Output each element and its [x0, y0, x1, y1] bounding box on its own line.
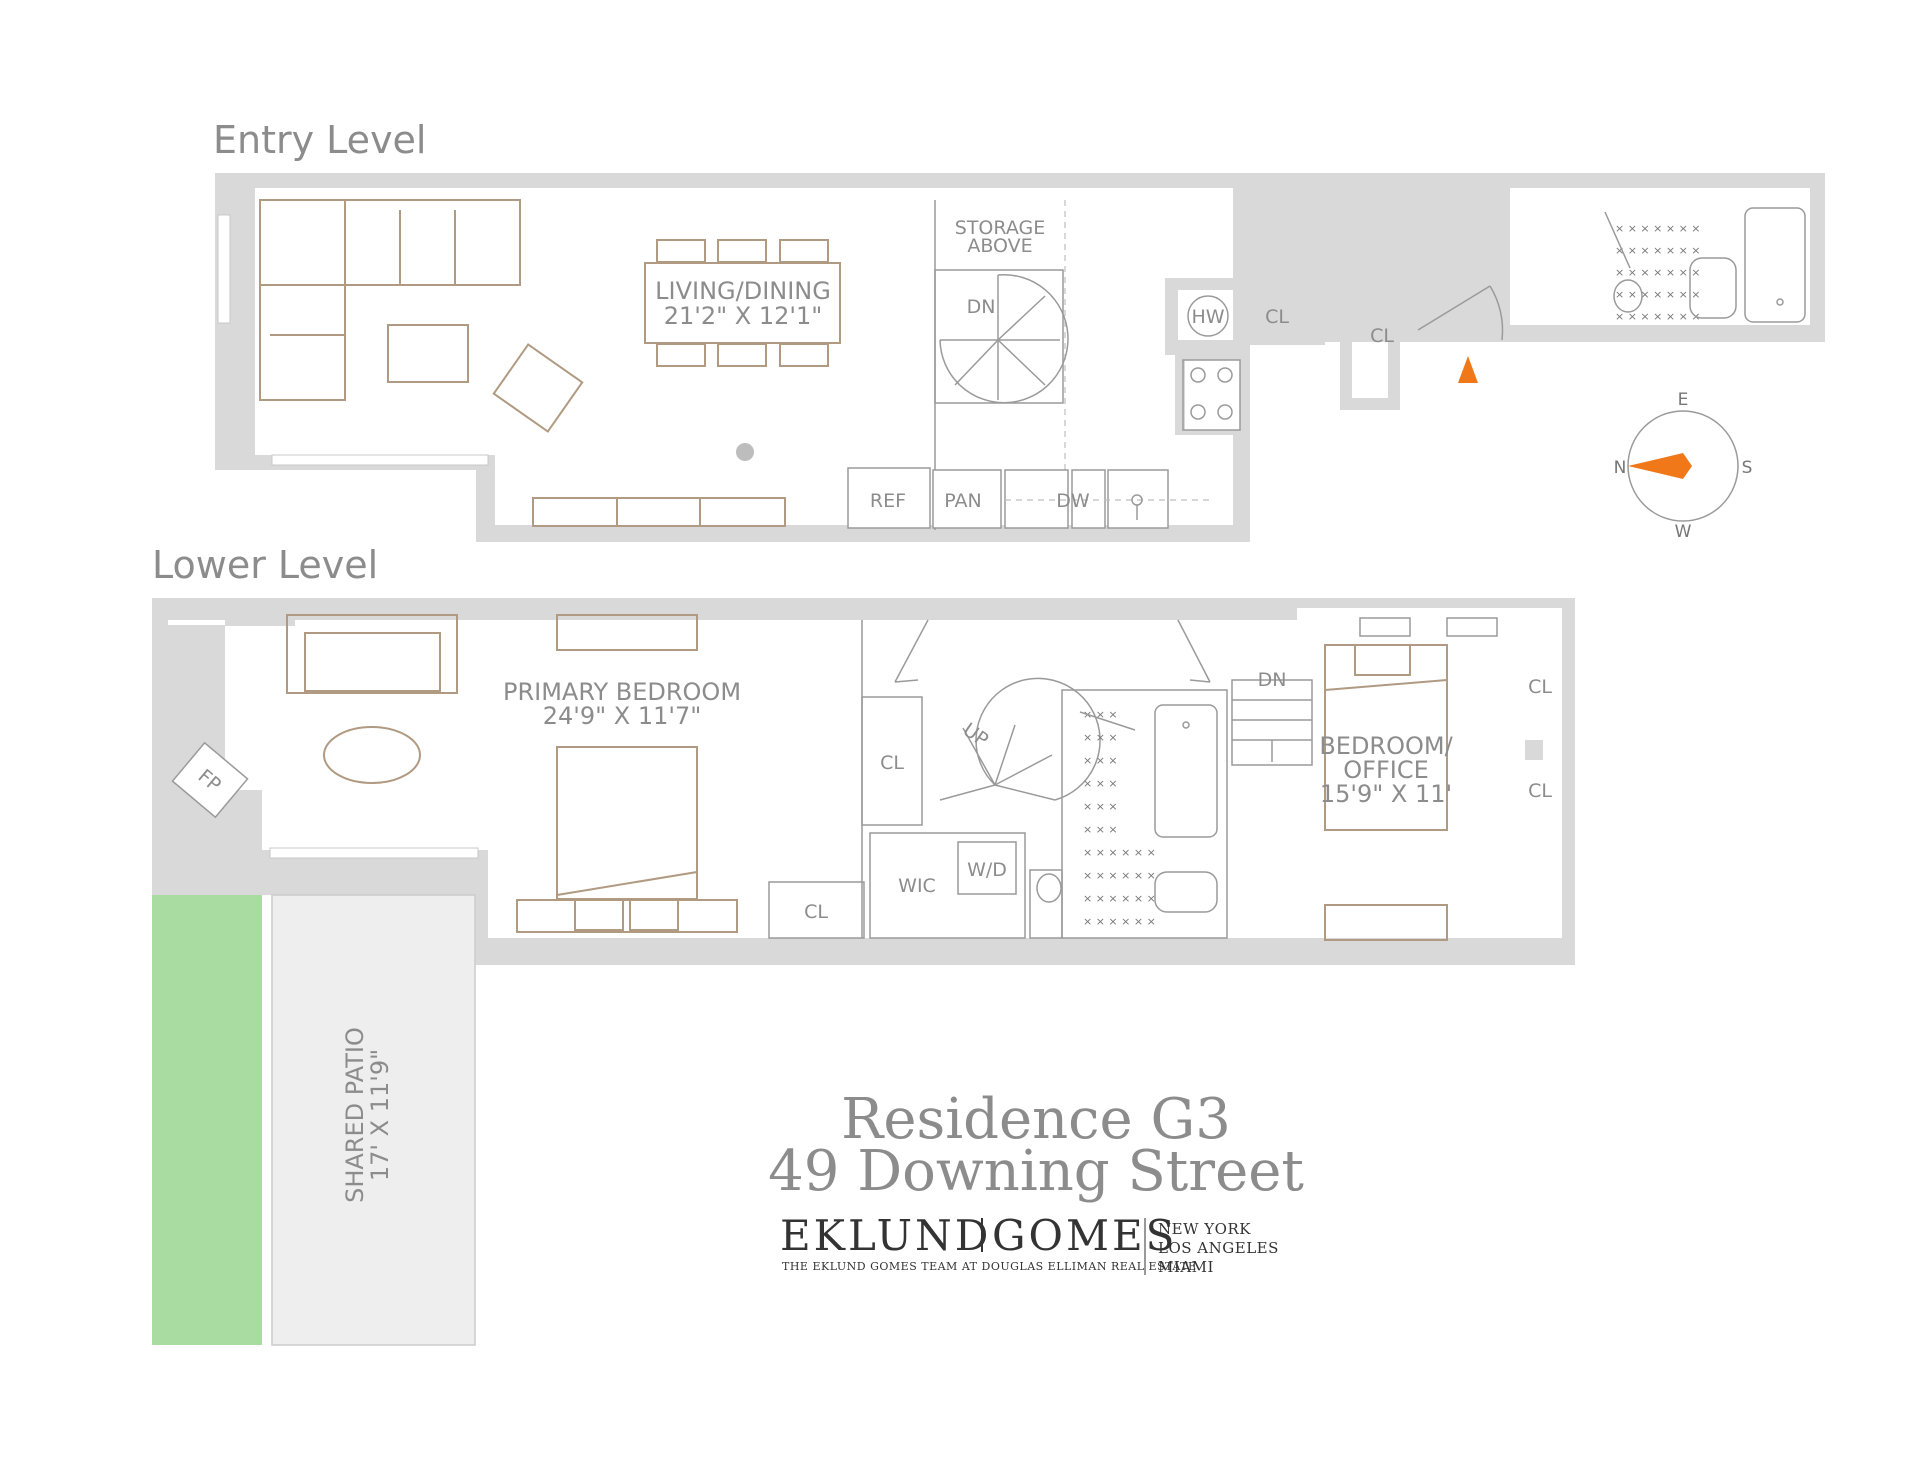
entry-door	[1417, 285, 1504, 341]
primary-bedroom-label: PRIMARY BEDROOM	[503, 678, 741, 706]
hall-doors	[894, 619, 1211, 683]
kitchen-counter	[847, 467, 1210, 529]
compass-e: E	[1678, 390, 1689, 410]
primary-bedroom-dims: 24'9" X 11'7"	[543, 702, 702, 730]
lower-level-walls	[152, 598, 1575, 965]
wd-label: W/D	[967, 859, 1007, 881]
media-console	[532, 497, 786, 527]
closet-lower-2	[768, 881, 865, 939]
cl-lower-1-label: CL	[880, 752, 904, 774]
column-icon	[736, 443, 754, 461]
shared-patio-dims: 17' X 11'9"	[366, 1049, 394, 1181]
armchair	[492, 343, 584, 433]
office-bench	[1324, 904, 1448, 941]
storage-label-2: ABOVE	[967, 235, 1032, 257]
living-dining-label: LIVING/DINING	[655, 277, 831, 305]
svg-text:× × × × × ×: × × × × × ×	[1083, 846, 1156, 859]
primary-bed-bench	[516, 899, 738, 933]
washer-dryer	[957, 841, 1017, 895]
svg-text:× × × × × × ×: × × × × × × ×	[1615, 266, 1701, 279]
cl-office-1-label: CL	[1528, 676, 1552, 698]
bath-tile-pattern: × × × × × × × × × × × × × × × × × × × × …	[1615, 222, 1701, 323]
up-label: UP	[959, 719, 992, 752]
kitchen-sink-icon	[1131, 494, 1143, 520]
svg-text:× × × × × ×: × × × × × ×	[1083, 869, 1156, 882]
lower-level-title: Lower Level	[152, 543, 378, 587]
ref-label: REF	[870, 490, 906, 512]
sectional-sofa	[259, 199, 521, 401]
dining-table	[644, 239, 841, 367]
spiral-stair-entry	[934, 269, 1069, 404]
svg-text:× × ×: × × ×	[1083, 731, 1118, 744]
closet-lower-1	[861, 696, 923, 826]
brand-logo: EKLUND GOMES THE EKLUND GOMES TEAM AT DO…	[780, 1211, 1279, 1276]
svg-text:× × × × × ×: × × × × × ×	[1083, 915, 1156, 928]
dn-entry-label: DN	[967, 296, 996, 318]
address-title: 49 Downing Street	[768, 1139, 1304, 1204]
wic-label: WIC	[898, 875, 936, 897]
shared-patio-area	[271, 894, 476, 1346]
compass-needle-icon	[1628, 453, 1692, 479]
entry-bathroom: × × × × × × × × × × × × × × × × × × × × …	[1604, 207, 1806, 323]
office-window-1	[1359, 617, 1411, 637]
water-heater-icon	[1187, 295, 1229, 337]
primary-bed	[556, 746, 698, 900]
compass-s: S	[1742, 458, 1753, 478]
cl-entry-1-label: CL	[1265, 306, 1289, 328]
svg-text:× × × × × × ×: × × × × × × ×	[1615, 288, 1701, 301]
svg-text:× × × × × × ×: × × × × × × ×	[1615, 244, 1701, 257]
living-dining-dims: 21'2" X 12'1"	[664, 302, 823, 330]
brand-city-3: MIAMI	[1158, 1258, 1214, 1276]
coffee-table	[387, 324, 469, 383]
dresser	[556, 614, 698, 651]
compass-rose	[1627, 410, 1739, 522]
spiral-stair-lower	[939, 677, 1101, 801]
ottoman	[323, 726, 421, 784]
patio-planter	[152, 895, 262, 1345]
compass-w: W	[1675, 522, 1692, 542]
svg-text:× × ×: × × ×	[1083, 777, 1118, 790]
walk-in-closet	[869, 832, 1026, 939]
svg-text:× × ×: × × ×	[1083, 754, 1118, 767]
cl-office-2-label: CL	[1528, 780, 1552, 802]
entry-level-title: Entry Level	[213, 118, 427, 162]
bedroom-office-label-2: OFFICE	[1343, 756, 1429, 784]
hw-label: HW	[1191, 306, 1224, 328]
primary-bedroom-sofa	[286, 614, 458, 694]
brand-city-1: NEW YORK	[1158, 1220, 1251, 1238]
cl-entry-2-label: CL	[1370, 325, 1394, 347]
residence-title: Residence G3	[841, 1087, 1231, 1152]
cooktop-icon	[1182, 359, 1241, 431]
svg-text:× × × × × × ×: × × × × × × ×	[1615, 310, 1701, 323]
pan-label: PAN	[944, 490, 981, 512]
brand-name-left: EKLUND	[780, 1211, 991, 1260]
stair-down-lower	[1231, 679, 1313, 766]
office-bed	[1324, 644, 1448, 831]
svg-text:× × × × × ×: × × × × × ×	[1083, 892, 1156, 905]
shared-patio-label: SHARED PATIO	[341, 1027, 369, 1203]
lower-bathroom: × × × × × × × × × × × × × × × × × × × × …	[1029, 689, 1228, 939]
dw-label: DW	[1056, 490, 1090, 512]
cl-lower-2-label: CL	[804, 901, 828, 923]
svg-text:× × ×: × × ×	[1083, 800, 1118, 813]
svg-text:× × ×: × × ×	[1083, 823, 1118, 836]
office-window-2	[1446, 617, 1498, 637]
svg-text:× × × × × × ×: × × × × × × ×	[1615, 222, 1701, 235]
dn-lower-label: DN	[1258, 669, 1287, 691]
fireplace: FP	[171, 741, 249, 819]
brand-name-right: GOMES	[992, 1211, 1177, 1260]
entry-arrow-icon	[1458, 356, 1478, 383]
svg-text:× × ×: × × ×	[1083, 708, 1118, 721]
bedroom-office-label: BEDROOM/	[1319, 732, 1453, 760]
compass-n: N	[1614, 458, 1627, 478]
storage-label: STORAGE	[955, 217, 1045, 239]
brand-city-2: LOS ANGELES	[1158, 1239, 1279, 1257]
lower-bath-tile-pattern: × × × × × × × × × × × × × × × × × × × × …	[1083, 708, 1156, 928]
brand-team: THE EKLUND GOMES TEAM AT DOUGLAS ELLIMAN…	[782, 1260, 1197, 1273]
bedroom-office-dims: 15'9" X 11'	[1320, 780, 1452, 808]
